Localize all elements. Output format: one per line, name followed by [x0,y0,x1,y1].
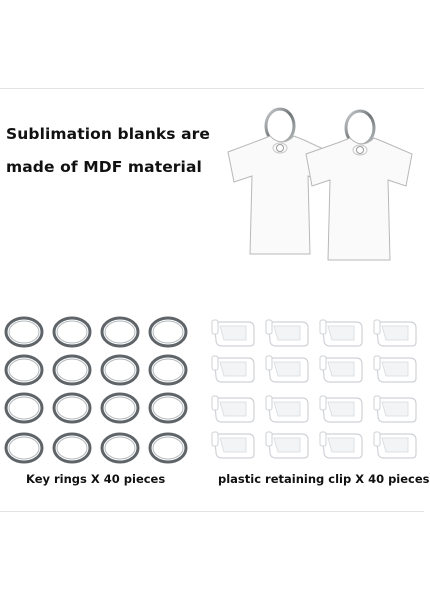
key-ring [100,354,140,386]
retaining-clip [319,355,363,383]
retaining-clip [211,319,255,347]
retaining-clip [373,431,417,459]
tshirt-keychain-blanks-image [227,107,413,261]
key-ring [148,316,188,348]
retaining-clip [373,395,417,423]
clips-caption: plastic retaining clip X 40 pieces [218,472,430,486]
retaining-clip [211,431,255,459]
retaining-clip [211,355,255,383]
key-ring [148,392,188,424]
headline-line-1: Sublimation blanks are [6,125,210,143]
key-ring [148,354,188,386]
key-ring [100,316,140,348]
retaining-clip [265,395,309,423]
key-ring [4,354,44,386]
key-rings-caption: Key rings X 40 pieces [26,472,166,486]
headline: Sublimation blanks are made of MDF mater… [6,118,218,184]
key-ring [52,432,92,464]
key-ring [4,392,44,424]
retaining-clip [265,355,309,383]
key-ring [52,354,92,386]
tshirt-blank-back [227,107,331,255]
retaining-clip [373,355,417,383]
retaining-clip [265,431,309,459]
retaining-clip [319,431,363,459]
retaining-clip [265,319,309,347]
key-rings-image [4,316,188,464]
key-ring [100,432,140,464]
key-ring [100,392,140,424]
key-ring [4,316,44,348]
key-ring [52,316,92,348]
headline-line-2: made of MDF material [6,158,202,176]
retaining-clip [211,395,255,423]
key-ring [4,432,44,464]
retaining-clip [373,319,417,347]
key-ring [52,392,92,424]
retaining-clip [319,395,363,423]
tshirt-blank-front [305,109,413,261]
key-ring [148,432,188,464]
retaining-clips-image [211,319,417,459]
retaining-clip [319,319,363,347]
